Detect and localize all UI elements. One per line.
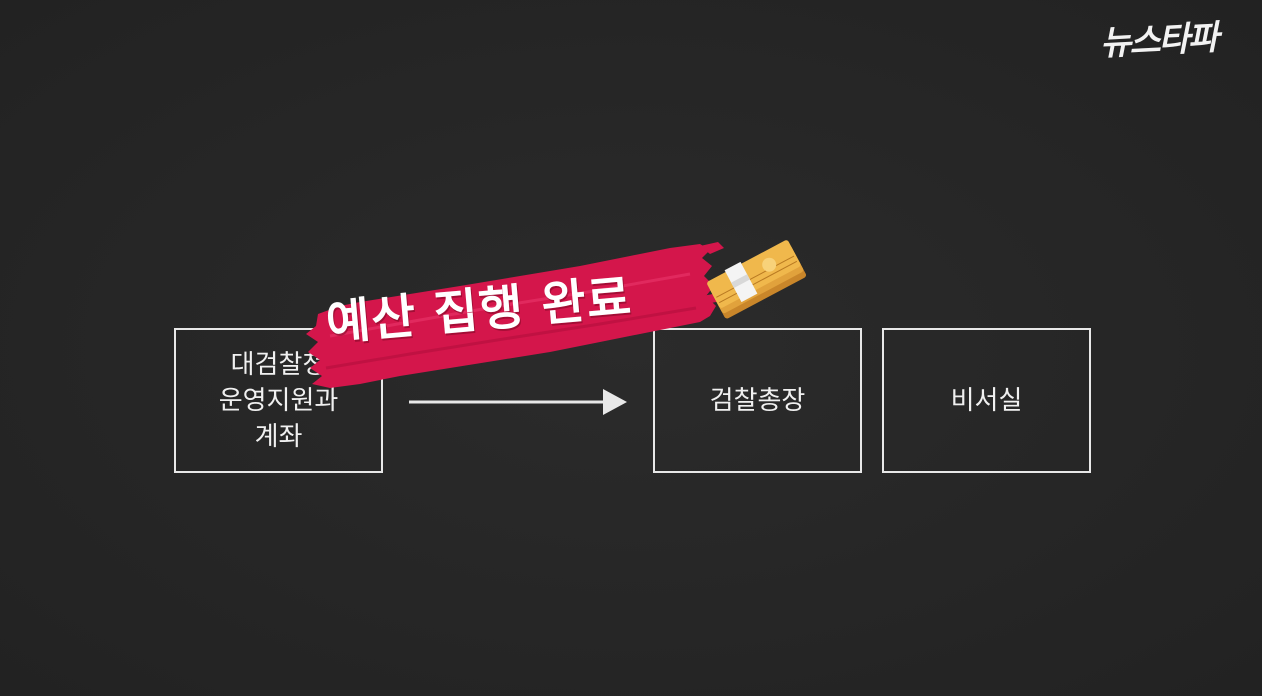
source-line-1: 대검찰청	[230, 349, 327, 380]
secretary-office-label: 비서실	[950, 385, 1023, 416]
source-line-2: 운영지원과	[218, 385, 339, 416]
right-arrow-icon	[409, 389, 627, 415]
source-account-box: 대검찰청 운영지원과 계좌	[174, 328, 383, 473]
secretary-office-box: 비서실	[882, 328, 1091, 473]
prosecutor-general-box: 검찰총장	[653, 328, 862, 473]
prosecutor-general-label: 검찰총장	[709, 385, 806, 416]
money-bundle-icon	[707, 240, 807, 319]
newstapa-logo: 뉴스타파	[1098, 17, 1219, 64]
source-line-3: 계좌	[254, 421, 303, 452]
